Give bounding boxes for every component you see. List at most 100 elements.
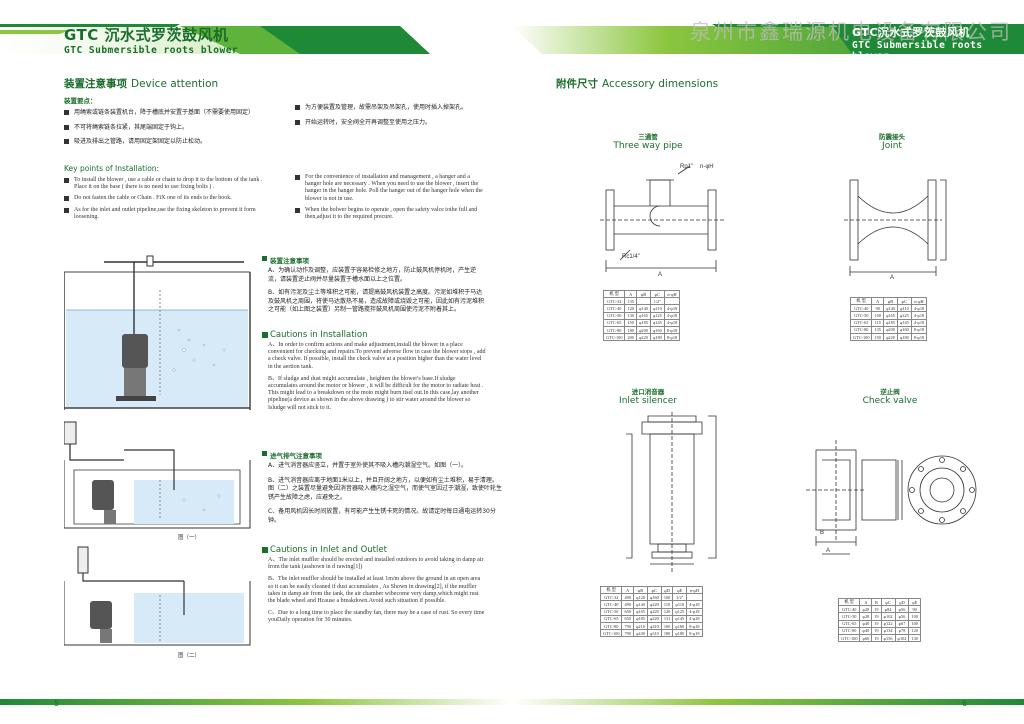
cn-point: 吸进及排出之管路，请用固定架固定以防止松动。 — [64, 138, 268, 147]
inlet-notes-en-heading: Cautions in Inlet and Outlet — [262, 545, 486, 555]
tank-installation-figure — [63, 250, 254, 410]
cn-points-col2: 为方便装置及管理，故需吊架及吊架孔，使用时插入掉架孔。 开始运转时，安全阀全开再… — [295, 104, 495, 127]
cn-point: 用绳索或链条装置机台，降于槽底并安置于基面（不需要使用固定） — [64, 109, 268, 118]
accessory-dimensions-heading: 附件尺寸 Accessory dimensions — [556, 76, 718, 91]
right-footer-bar — [512, 699, 1024, 705]
points-head: 装置要点： — [64, 97, 97, 105]
install-notes-cn-heading: 装置注意事项 — [262, 255, 486, 265]
accessory-dimensions-en: Accessory dimensions — [602, 78, 719, 90]
en-points-col1: Key points of Installation: To install t… — [64, 164, 268, 221]
key-points-heading: Key points of Installation: — [64, 164, 160, 173]
cn-points-col1: 装置要点： 用绳索或链条装置机台，降于槽底并安置于基面（不需要使用固定） 不可将… — [64, 95, 268, 147]
three-way-pipe-drawing: Rp1" n-φH Rc1/4" A — [590, 160, 740, 280]
en-point: When the bolwer begins to operate , open… — [295, 207, 485, 221]
accessory-dimensions-cn: 附件尺寸 — [556, 78, 598, 90]
company-watermark: 泉州市鑫瑞源机电设备有限公司 — [690, 20, 1012, 44]
check-a-label: A — [826, 548, 830, 554]
cn-point: 不可将绳索链条拉紧，其尾端固定于钩上。 — [64, 124, 268, 133]
en-point: Do not fasten the cable or Chain . FiX o… — [64, 195, 268, 202]
check-valve-drawing: A B — [802, 420, 982, 560]
page-number-left: 5 — [54, 699, 60, 708]
figure-one-caption: 图（一） — [178, 535, 201, 541]
install-note-en-b: B、If sludge and dust might accumulate , … — [268, 375, 484, 411]
install-note-cn-a: A、为确认动作及调整，应装置于容易检修之地方，防止鼓风机停机时，产生逆流，请装置… — [268, 267, 477, 283]
left-page: GTC 沉水式罗茨鼓风机 GTC Submersible roots blowe… — [0, 22, 512, 708]
en-points-col2: For the convenience of installation and … — [295, 174, 485, 221]
hole-label: n-φH — [700, 164, 714, 170]
a-label: A — [658, 272, 662, 278]
inlet-note-cn-c: C、备用风机因长时间放置，有可能产生生锈卡死的情况。故请定时每日通电运转30分钟… — [268, 508, 496, 524]
install-notes-en: Cautions in Installation A、In order to c… — [262, 330, 486, 412]
cn-point: 为方便装置及管理，故需吊架及吊架孔，使用时插入掉架孔。 — [295, 104, 495, 113]
inlet-notes-cn-heading: 进气排气注意事项 — [262, 450, 502, 460]
check-b-label: B — [820, 530, 824, 536]
three-way-pipe-title: 三通管 Three way pipe — [613, 133, 683, 151]
inlet-note-cn-a: A、进气消音器应竖立，并置于室外使其不吸入槽内潮湿空气。如图（一）。 — [268, 462, 468, 469]
install-note-en-a: A、In order to confirm actions and make a… — [268, 342, 486, 370]
product-title-en: GTC Submersible roots blower — [64, 45, 239, 56]
joint-a-label: A — [890, 275, 894, 280]
inlet-silencer-title: 进口消音器 Inlet silencer — [619, 388, 677, 406]
left-banner-graphic — [0, 24, 430, 54]
right-title-banner — [512, 22, 1024, 54]
figure-one — [63, 420, 254, 532]
rp-label: Rp1" — [680, 164, 693, 170]
inlet-notes-en: Cautions in Inlet and Outlet A、The inlet… — [262, 545, 486, 625]
right-banner-graphic — [512, 24, 1024, 54]
device-attention-cn: 装置注意事项 — [64, 78, 127, 90]
install-note-cn-b: B、如有污泥及尘土等堆积之可能，请提高鼓风机装置之高度。污泥如堆积于马达及鼓风机… — [268, 289, 485, 313]
joint-drawing: A — [840, 160, 950, 281]
left-footer-bar — [0, 699, 512, 705]
right-page: 泉州市鑫瑞源机电设备有限公司 GTC沉水式罗茨鼓风机 GTC Submersib… — [512, 0, 1024, 724]
right-title-cn: GTC沉水式罗茨鼓风机 — [852, 26, 970, 39]
figure-two-caption: 图（二） — [178, 653, 201, 659]
inlet-notes-cn: 进气排气注意事项 A、进气消音器应竖立，并置于室外使其不吸入槽内潮湿空气。如图（… — [262, 450, 502, 525]
left-title: GTC 沉水式罗茨鼓风机 GTC Submersible roots blowe… — [64, 24, 238, 56]
figure-two — [63, 545, 254, 649]
page-number-right: 6 — [962, 699, 968, 708]
en-point: To install the blower , use a cable or c… — [64, 177, 268, 191]
inlet-note-en-c: C、Due to a long time to place the standb… — [268, 610, 485, 624]
install-notes-cn: 装置注意事项 A、为确认动作及调整，应装置于容易检修之地方，防止鼓风机停机时，产… — [262, 255, 486, 315]
joint-title: 防震接头 Joint — [879, 133, 905, 151]
install-notes-en-heading: Cautions in Installation — [262, 330, 486, 340]
inlet-note-cn-b: B、进气消音器应离于地面1米以上，并且开阔之地方，以便如有尘土堆积，易于清理。图… — [268, 476, 503, 501]
inlet-note-en-b: B、The inlet muffler should be installed … — [268, 576, 481, 605]
left-title-banner — [0, 22, 430, 54]
inlet-silencer-drawing — [612, 412, 732, 572]
product-title-cn: GTC 沉水式罗茨鼓风机 — [64, 26, 229, 44]
en-point: For the convenience of installation and … — [295, 174, 485, 203]
en-point: As for the inlet and outlet pipeline,use… — [64, 207, 268, 221]
